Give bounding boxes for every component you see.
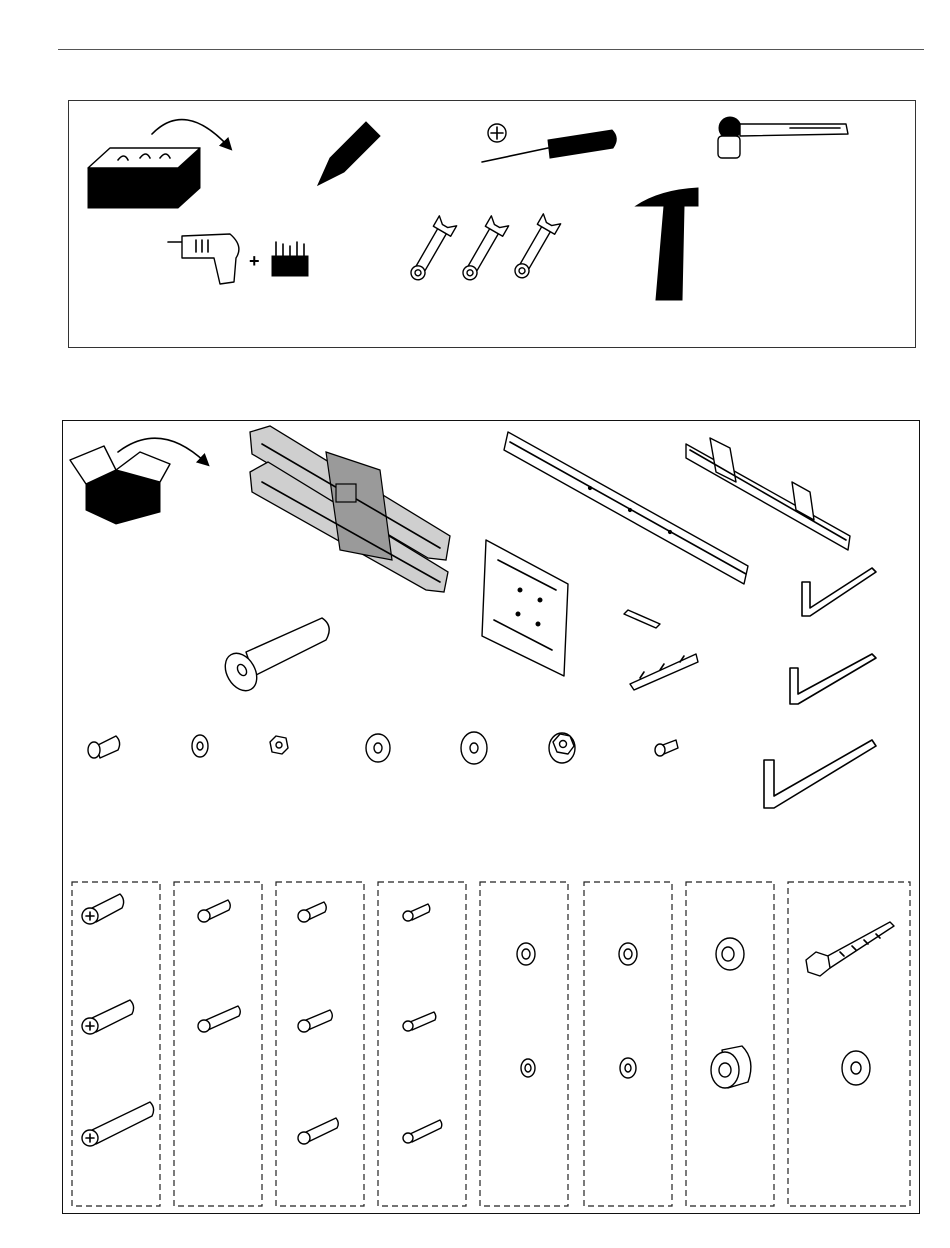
adapter-plate-icon [482,540,568,676]
washer-large-icon [461,732,487,764]
m6-screws-b-icon [298,902,338,1144]
open-end-wrenches-icon [406,214,561,284]
cap-screw-icon [655,740,678,756]
bag-m4-screws [378,882,466,1206]
power-drill-icon [168,234,239,284]
bag-m6-screws-b [276,882,364,1206]
m6-screws-a-icon [198,900,240,1032]
pivot-pin-icon [219,618,329,696]
spacer-washers-a-icon [517,943,535,1077]
toolbox-icon [88,120,228,208]
articulating-arm-icon [250,426,450,592]
open-box-icon [70,438,205,524]
bag-spacers [686,882,774,1206]
washer-medium-icon [366,734,390,762]
wall-bracket-icon [686,438,850,550]
m4-screws-icon [403,904,442,1143]
small-link-plate-icon [624,610,660,628]
lag-bolt-and-washer-icon [806,922,894,1085]
hardware-bags [72,882,910,1206]
bag-spacer-washers-a [480,882,568,1206]
spacers-icon [711,938,751,1088]
flange-nut-icon [549,733,575,763]
wall-rail-icon [504,432,748,584]
bag-m6-screws-a [174,882,262,1206]
hex-key-large-icon [764,740,876,808]
spacer-washers-b-icon [619,943,637,1078]
screw-icon [88,736,120,758]
hex-nut-icon [270,736,288,754]
bag-spacer-washers-b [584,882,672,1206]
bag-lag-bolt-and-washer [788,882,910,1206]
washer-icon [192,735,208,757]
phillips-screwdriver-icon [482,124,616,162]
pencil-icon [318,122,380,185]
hammer-icon [636,188,698,300]
m8-screws-icon [82,894,154,1146]
ratchet-wrench-icon [718,117,848,158]
spring-clip-icon [630,654,698,690]
hex-key-medium-icon [790,654,876,704]
bag-m8-screws [72,882,160,1206]
hex-key-small-icon [802,568,876,616]
drill-bits-icon [272,242,308,276]
